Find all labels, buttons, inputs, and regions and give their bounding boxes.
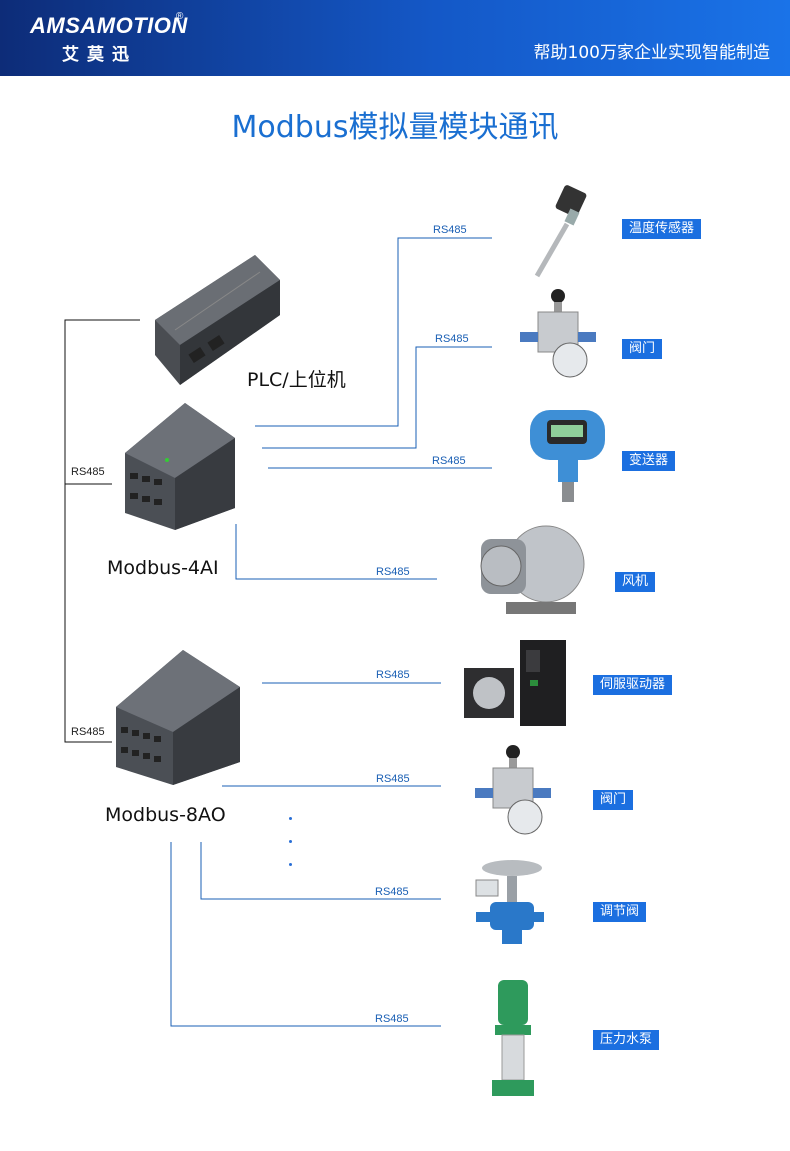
plc-label: PLC/上位机 (247, 369, 346, 391)
tag-valve: 阀门 (593, 790, 634, 810)
registered-mark: ® (176, 11, 184, 22)
modbus-4ai-label: Modbus-4AI (107, 557, 219, 579)
link-valve-1 (262, 346, 492, 449)
page-title: Modbus模拟量模块通讯 (231, 110, 559, 145)
link-control-valve (200, 842, 441, 900)
link-fan (235, 524, 437, 580)
valve-image (475, 745, 551, 835)
rs485-label: RS485 (376, 566, 410, 578)
rs485-label: RS485 (433, 224, 467, 236)
ellipsis-dot (289, 863, 292, 866)
modbus-8ao-module-image (116, 650, 240, 785)
control-valve-image (475, 860, 544, 944)
tag-fan: 风机 (615, 572, 656, 592)
blower-fan-image (480, 525, 585, 614)
ellipsis-dot (289, 840, 292, 843)
rs485-label: RS485 (375, 886, 409, 898)
header-slogan: 帮助100万家企业实现智能制造 (533, 43, 770, 63)
link-temperature-sensor (255, 237, 492, 427)
rs485-label: RS485 (376, 773, 410, 785)
rs485-label: RS485 (432, 455, 466, 467)
tag-servo-drive: 伺服驱动器 (593, 675, 673, 695)
brand-logo-text: AMSAMOTION (30, 13, 188, 38)
link-pressure-pump (170, 842, 441, 1027)
tag-valve: 阀门 (622, 339, 663, 359)
rs485-label: RS485 (375, 1013, 409, 1025)
plc-module-image (155, 255, 280, 385)
pressure-pump-image (492, 980, 534, 1096)
modbus-8ao-label: Modbus-8AO (105, 804, 226, 826)
valve-image (520, 289, 596, 378)
rs485-bus-label: RS485 (71, 726, 105, 738)
tag-temperature-sensor: 温度传感器 (622, 219, 702, 239)
rs485-label: RS485 (435, 333, 469, 345)
temperature-sensor-image (534, 185, 587, 278)
servo-drive-image (464, 640, 566, 726)
tag-transmitter: 变送器 (622, 451, 676, 471)
ellipsis-dot (289, 817, 292, 820)
pressure-transmitter-image (530, 410, 605, 502)
header-banner: AMSAMOTION ® 艾莫迅 帮助100万家企业实现智能制造 (0, 0, 790, 76)
modbus-4ai-module-image (125, 403, 235, 530)
tag-control-valve: 调节阀 (593, 902, 647, 922)
rs485-label: RS485 (376, 669, 410, 681)
tag-pressure-pump: 压力水泵 (593, 1030, 660, 1050)
rs485-bus-label: RS485 (71, 466, 105, 478)
brand-chinese-name: 艾莫迅 (62, 45, 137, 65)
main-bus-line (64, 319, 140, 743)
